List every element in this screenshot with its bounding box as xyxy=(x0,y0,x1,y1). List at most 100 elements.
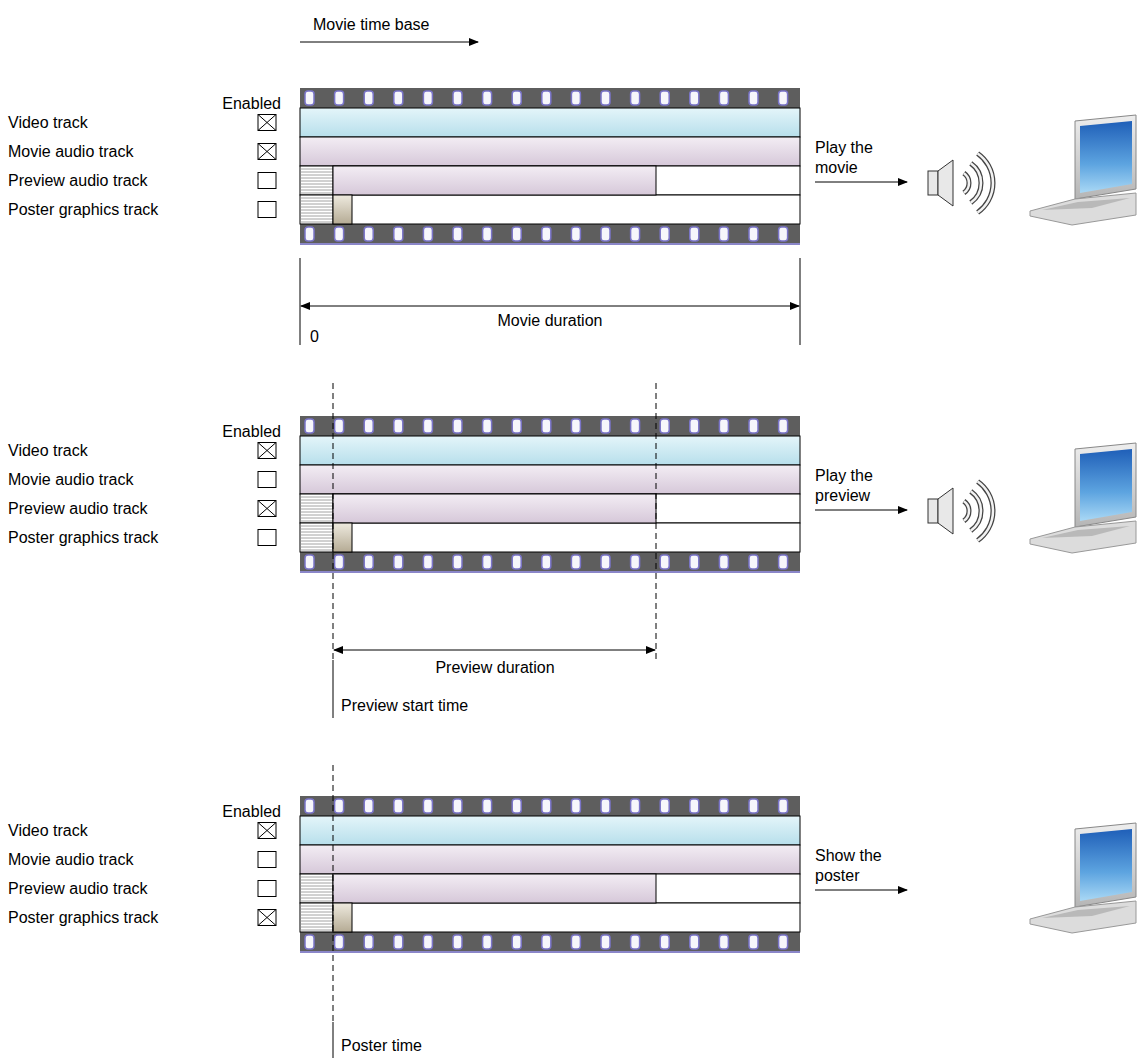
track-name: Movie audio track xyxy=(8,850,133,870)
checkbox xyxy=(258,115,276,131)
hatch-line xyxy=(300,529,333,530)
perforation-hole xyxy=(749,91,758,105)
laptop-screen xyxy=(1080,121,1132,193)
perforation-hole xyxy=(483,555,492,569)
sound-wave xyxy=(971,163,981,202)
perforation-hole xyxy=(749,227,758,241)
hatch-line xyxy=(300,918,333,919)
perforation-hole xyxy=(512,227,521,241)
checkbox xyxy=(258,202,276,218)
hatch-line xyxy=(300,924,333,925)
film-strip xyxy=(300,88,800,244)
hatch-line xyxy=(300,541,333,542)
perforation-band xyxy=(300,932,800,952)
laptop-base xyxy=(1030,901,1136,933)
perforation-hole xyxy=(779,91,788,105)
hatch-line xyxy=(300,216,333,217)
perforation-hole xyxy=(512,799,521,813)
laptop-lid xyxy=(1075,443,1136,527)
enabled-checkboxes xyxy=(258,115,276,218)
laptop-screen xyxy=(1080,449,1132,521)
hatch-line xyxy=(300,509,333,510)
speaker-body xyxy=(928,499,938,523)
hatch-line xyxy=(300,193,333,194)
sound-wave xyxy=(978,482,993,541)
hatch-line xyxy=(300,169,333,170)
hatch-line xyxy=(300,535,333,536)
hatch-line xyxy=(300,207,333,208)
perforation-hole xyxy=(719,935,728,949)
perforation-hole xyxy=(423,227,432,241)
track-name: Video track xyxy=(8,821,88,841)
hatch-line xyxy=(300,184,333,185)
perforation-hole xyxy=(542,935,551,949)
checkbox xyxy=(258,852,276,868)
checkbox xyxy=(258,173,276,189)
movie-audio-bar xyxy=(300,137,800,166)
hatch-line xyxy=(300,895,333,896)
action-label: Show the poster xyxy=(815,846,891,886)
perforation-hole xyxy=(660,935,669,949)
perforation-band xyxy=(300,796,800,816)
perforation-hole xyxy=(749,555,758,569)
perforation-hole xyxy=(394,555,403,569)
perforation-hole xyxy=(423,419,432,433)
laptop-keyboard xyxy=(1042,906,1130,918)
perforation-hole xyxy=(631,555,640,569)
laptop-keyboard xyxy=(1042,198,1130,210)
perforation-hole xyxy=(719,419,728,433)
video-track-bar xyxy=(300,816,800,845)
perforation-hole xyxy=(453,935,462,949)
perforation-hole xyxy=(779,935,788,949)
perforation-band xyxy=(300,224,800,244)
perforation-hole xyxy=(779,555,788,569)
perforation-hole xyxy=(601,419,610,433)
perforation-hole xyxy=(601,555,610,569)
hatch-line xyxy=(300,532,333,533)
perforation-hole xyxy=(601,799,610,813)
perforation-hole xyxy=(631,935,640,949)
checkbox-cross xyxy=(258,910,276,926)
checkbox-cross xyxy=(258,443,276,459)
sound-wave-inner xyxy=(964,501,969,521)
preview-duration-arrow xyxy=(334,650,655,651)
preview-start-tick xyxy=(333,660,334,718)
perforation-hole xyxy=(305,227,314,241)
hatch-line xyxy=(300,210,333,211)
checkbox-cross xyxy=(258,823,276,839)
perforation-hole xyxy=(423,799,432,813)
sound-wave xyxy=(978,154,993,213)
preview-audio-row xyxy=(300,494,800,523)
perforation-hole xyxy=(571,935,580,949)
perforation-hole xyxy=(335,419,344,433)
hatch-line xyxy=(300,906,333,907)
checkbox xyxy=(258,910,276,926)
hatch-line xyxy=(300,877,333,878)
hatch-line xyxy=(300,190,333,191)
hatch-line xyxy=(300,901,333,902)
sound-wave xyxy=(971,491,981,530)
checkbox-cross xyxy=(258,823,276,839)
perforation-hole xyxy=(483,935,492,949)
time-base-arrow xyxy=(300,42,478,43)
perforation-band xyxy=(300,552,800,572)
sound-wave-inner xyxy=(978,482,993,541)
hatch-line xyxy=(300,497,333,498)
preview-audio-row xyxy=(300,874,800,903)
perforation-hole xyxy=(571,555,580,569)
checkbox-cross xyxy=(258,910,276,926)
preview-audio-row xyxy=(300,166,800,195)
perforation-hole xyxy=(601,935,610,949)
perforation-hole xyxy=(335,555,344,569)
perforation-hole xyxy=(512,555,521,569)
perforation-hole xyxy=(423,91,432,105)
sound-wave xyxy=(964,173,969,193)
hatch-line xyxy=(300,518,333,519)
speaker-body xyxy=(928,171,938,195)
laptop-icon xyxy=(1030,823,1136,933)
perforation-hole xyxy=(660,555,669,569)
poster-frame xyxy=(333,523,352,552)
laptop-base xyxy=(1030,193,1136,225)
